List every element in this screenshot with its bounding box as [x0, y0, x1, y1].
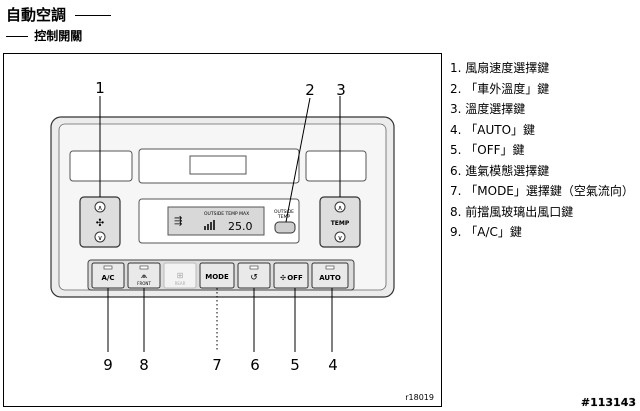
title-rule — [75, 15, 112, 16]
subtitle-rule — [6, 36, 28, 37]
legend-item: 2. 「車外溫度」鍵 — [450, 81, 550, 96]
recirculation-icon: ↺ — [250, 273, 258, 283]
page-title: 自動空調 — [6, 4, 112, 25]
temp-up-glyph: ∧ — [337, 204, 342, 212]
display-value: 25.0 — [228, 220, 253, 233]
control-panel-diagram: ∧ ✣ ∨ ⇶ OUTSIDE TEMP MAX 25.0 OUTSIDE TE… — [50, 79, 434, 402]
diagram-frame: ∧ ✣ ∨ ⇶ OUTSIDE TEMP MAX 25.0 OUTSIDE TE… — [3, 53, 442, 407]
temp-down-icon — [334, 231, 346, 243]
fan-icon: ✣ — [96, 218, 104, 229]
page-subtitle: 控制開關 — [6, 27, 82, 44]
ac-label: A/C — [101, 274, 114, 282]
callout-1: 1 — [95, 79, 105, 97]
front-label: FRONT — [137, 281, 151, 286]
reference-badge: #113143 — [580, 396, 636, 409]
legend-item: 6. 進氣模態選擇鍵 — [450, 163, 550, 178]
title-text: 自動空調 — [6, 6, 67, 24]
callout-8: 8 — [139, 356, 149, 374]
auto-button[interactable]: AUTO — [311, 262, 349, 289]
legend-list: 1. 風扇速度選擇鍵 2. 「車外溫度」鍵 3. 溫度選擇鍵 4. 「AUTO」… — [450, 58, 634, 243]
legend-item: 5. 「OFF」鍵 — [450, 143, 525, 157]
callout-3: 3 — [336, 81, 346, 99]
front-defrost-button[interactable]: ⩕ FRONT — [127, 262, 161, 289]
vent-left — [69, 150, 133, 182]
lcd-display — [167, 206, 265, 236]
signal-bars-icon — [204, 220, 215, 230]
fan-down-icon — [94, 231, 106, 243]
mode-button[interactable]: MODE — [199, 262, 235, 289]
outside-temp-button[interactable] — [274, 221, 296, 234]
display-label: OUTSIDE TEMP MAX — [204, 211, 249, 217]
mode-label: MODE — [205, 273, 229, 281]
off-button[interactable]: ✣ OFF — [273, 262, 309, 289]
temp-label: TEMP — [331, 220, 350, 227]
outside-temp-label-1: OUTSIDE — [274, 209, 294, 215]
subtitle-text: 控制開關 — [34, 29, 83, 43]
defrost-icon: ⩕ — [141, 271, 148, 280]
airflow-icon: ⇶ — [174, 215, 182, 227]
legend-item: 4. 「AUTO」鍵 — [450, 122, 536, 137]
legend-item: 7. 「MODE」選擇鍵（空氣流向） — [450, 184, 634, 198]
callout-2: 2 — [305, 81, 315, 99]
fan-down-glyph: ∨ — [97, 234, 102, 242]
legend-item: 9. 「A/C」鍵 — [450, 225, 522, 239]
ac-button[interactable]: A/C — [91, 262, 125, 289]
temp-up-icon — [334, 201, 346, 213]
callout-4: 4 — [328, 356, 338, 374]
callout-5: 5 — [290, 356, 300, 374]
rear-defrost-icon: ⊞ — [177, 271, 184, 280]
callout-lines — [99, 96, 341, 352]
off-label: OFF — [287, 274, 303, 282]
figure-id: r18019 — [405, 393, 434, 402]
rear-defrost-button: ⊞ REAR — [163, 262, 197, 289]
fan-small-icon: ✣ — [280, 274, 286, 282]
legend-item: 1. 風扇速度選擇鍵 — [450, 61, 550, 75]
rear-label: REAR — [175, 281, 186, 286]
outside-temp-label-2: TEMP — [277, 214, 290, 220]
legend-item: 8. 前擋風玻璃出風口鍵 — [450, 204, 574, 219]
auto-label: AUTO — [319, 274, 341, 282]
fan-up-glyph: ∧ — [97, 204, 102, 212]
vent-center-slot — [189, 155, 247, 175]
callout-7: 7 — [212, 356, 222, 374]
vent-right — [305, 150, 367, 182]
callout-6: 6 — [250, 356, 260, 374]
fan-up-icon — [94, 201, 106, 213]
legend-item: 3. 溫度選擇鍵 — [450, 102, 526, 116]
temp-down-glyph: ∨ — [337, 234, 342, 242]
recirculation-button[interactable]: ↺ — [237, 262, 271, 289]
callout-9: 9 — [103, 356, 113, 374]
